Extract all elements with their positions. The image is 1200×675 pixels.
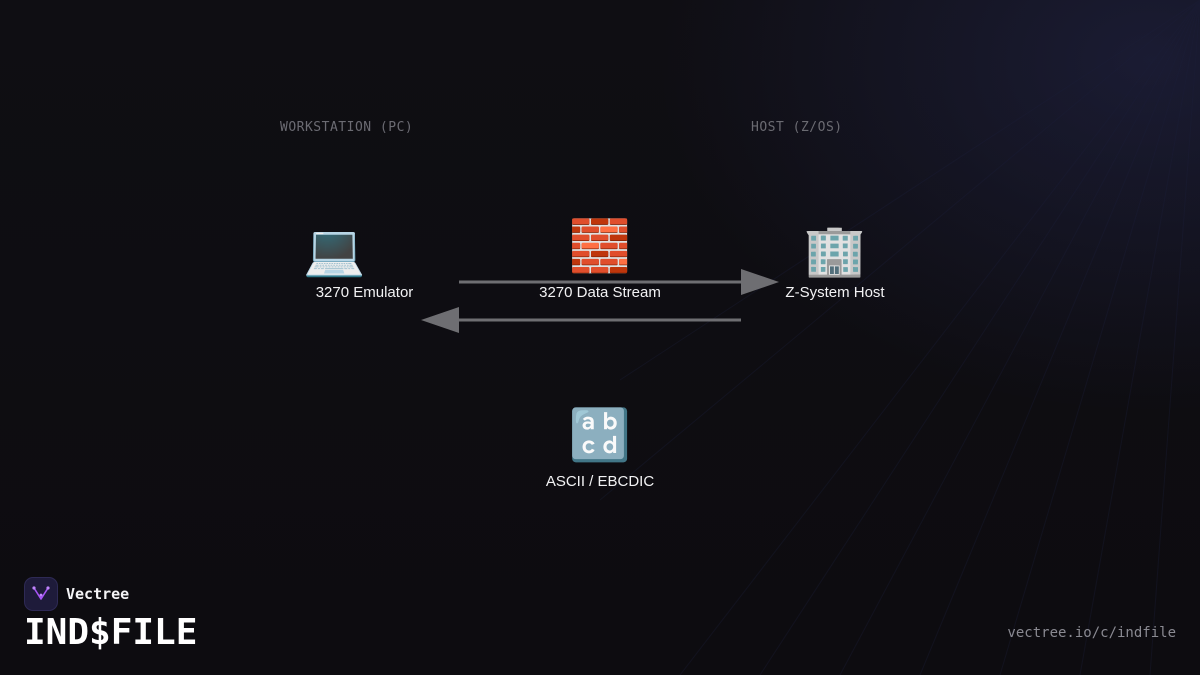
emulator-node: 💻 3270 Emulator xyxy=(231,222,431,301)
emulator-label: 3270 Emulator xyxy=(315,284,414,301)
host-label: Z-System Host xyxy=(785,284,885,301)
page-url[interactable]: vectree.io/c/indfile xyxy=(1007,625,1176,641)
brand-name: Vectree xyxy=(66,585,130,603)
arrow-to-host-head xyxy=(741,269,779,295)
office-building-icon: 🏢 xyxy=(803,222,867,278)
host-node: 🏢 Z-System Host xyxy=(735,222,935,301)
encoding-node: 🔡 ASCII / EBCDIC xyxy=(500,407,700,490)
host-section-label: HOST (Z/OS) xyxy=(751,120,843,135)
abcd-letters-icon: 🔡 xyxy=(568,407,632,463)
brand: Vectree xyxy=(24,577,129,611)
data-stream-node: 🧱 3270 Data Stream xyxy=(500,218,700,301)
data-stream-label: 3270 Data Stream xyxy=(539,284,661,301)
laptop-icon: 💻 xyxy=(303,222,366,278)
workstation-label: WORKSTATION (PC) xyxy=(280,120,414,135)
encoding-label: ASCII / EBCDIC xyxy=(545,473,655,490)
arrow-to-workstation-head xyxy=(421,307,459,333)
vectree-logo-icon xyxy=(24,577,58,611)
page-title: IND$FILE xyxy=(24,612,198,653)
brick-wall-icon: 🧱 xyxy=(568,218,632,274)
